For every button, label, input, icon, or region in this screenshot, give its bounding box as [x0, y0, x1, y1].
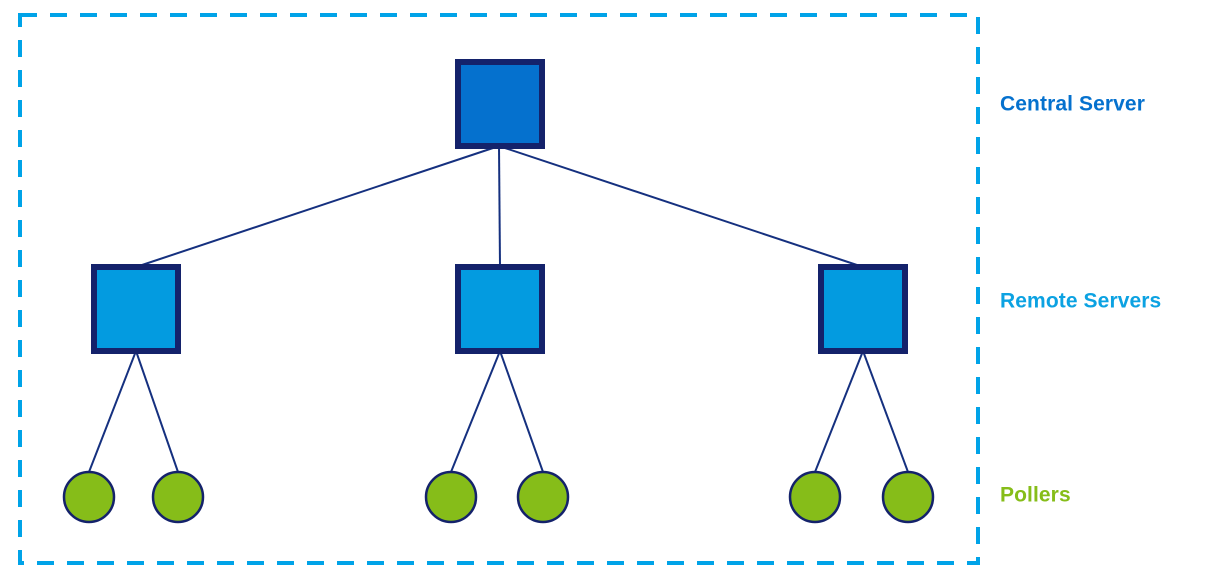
link-remote-1-to-poller-2	[135, 350, 179, 473]
poller-node-4[interactable]	[516, 470, 570, 524]
deployment-boundary	[18, 13, 980, 565]
remote-server-node-3[interactable]	[818, 264, 908, 354]
link-remote-2-to-poller-4	[499, 350, 544, 473]
poller-node-5[interactable]	[788, 470, 842, 524]
link-remote-3-to-poller-6	[862, 350, 909, 473]
poller-node-2[interactable]	[151, 470, 205, 524]
tier-label-central-server: Central Server	[1000, 93, 1145, 116]
poller-node-6[interactable]	[881, 470, 935, 524]
poller-node-3[interactable]	[424, 470, 478, 524]
remote-server-node-1[interactable]	[91, 264, 181, 354]
link-central-to-remote-1	[135, 145, 500, 268]
link-remote-1-to-poller-1	[88, 350, 137, 473]
poller-layer	[62, 470, 935, 524]
poller-node-1[interactable]	[62, 470, 116, 524]
tier-label-remote-servers: Remote Servers	[1000, 290, 1161, 313]
remote-server-node-2[interactable]	[455, 264, 545, 354]
connector-layer	[88, 145, 909, 473]
central-server-node[interactable]	[455, 59, 545, 149]
tier-label-pollers: Pollers	[1000, 484, 1071, 507]
remote-server-layer	[91, 264, 908, 354]
link-remote-3-to-poller-5	[814, 350, 864, 473]
link-remote-2-to-poller-3	[450, 350, 501, 473]
link-central-to-remote-3	[498, 145, 864, 268]
link-central-to-remote-2	[498, 145, 501, 268]
